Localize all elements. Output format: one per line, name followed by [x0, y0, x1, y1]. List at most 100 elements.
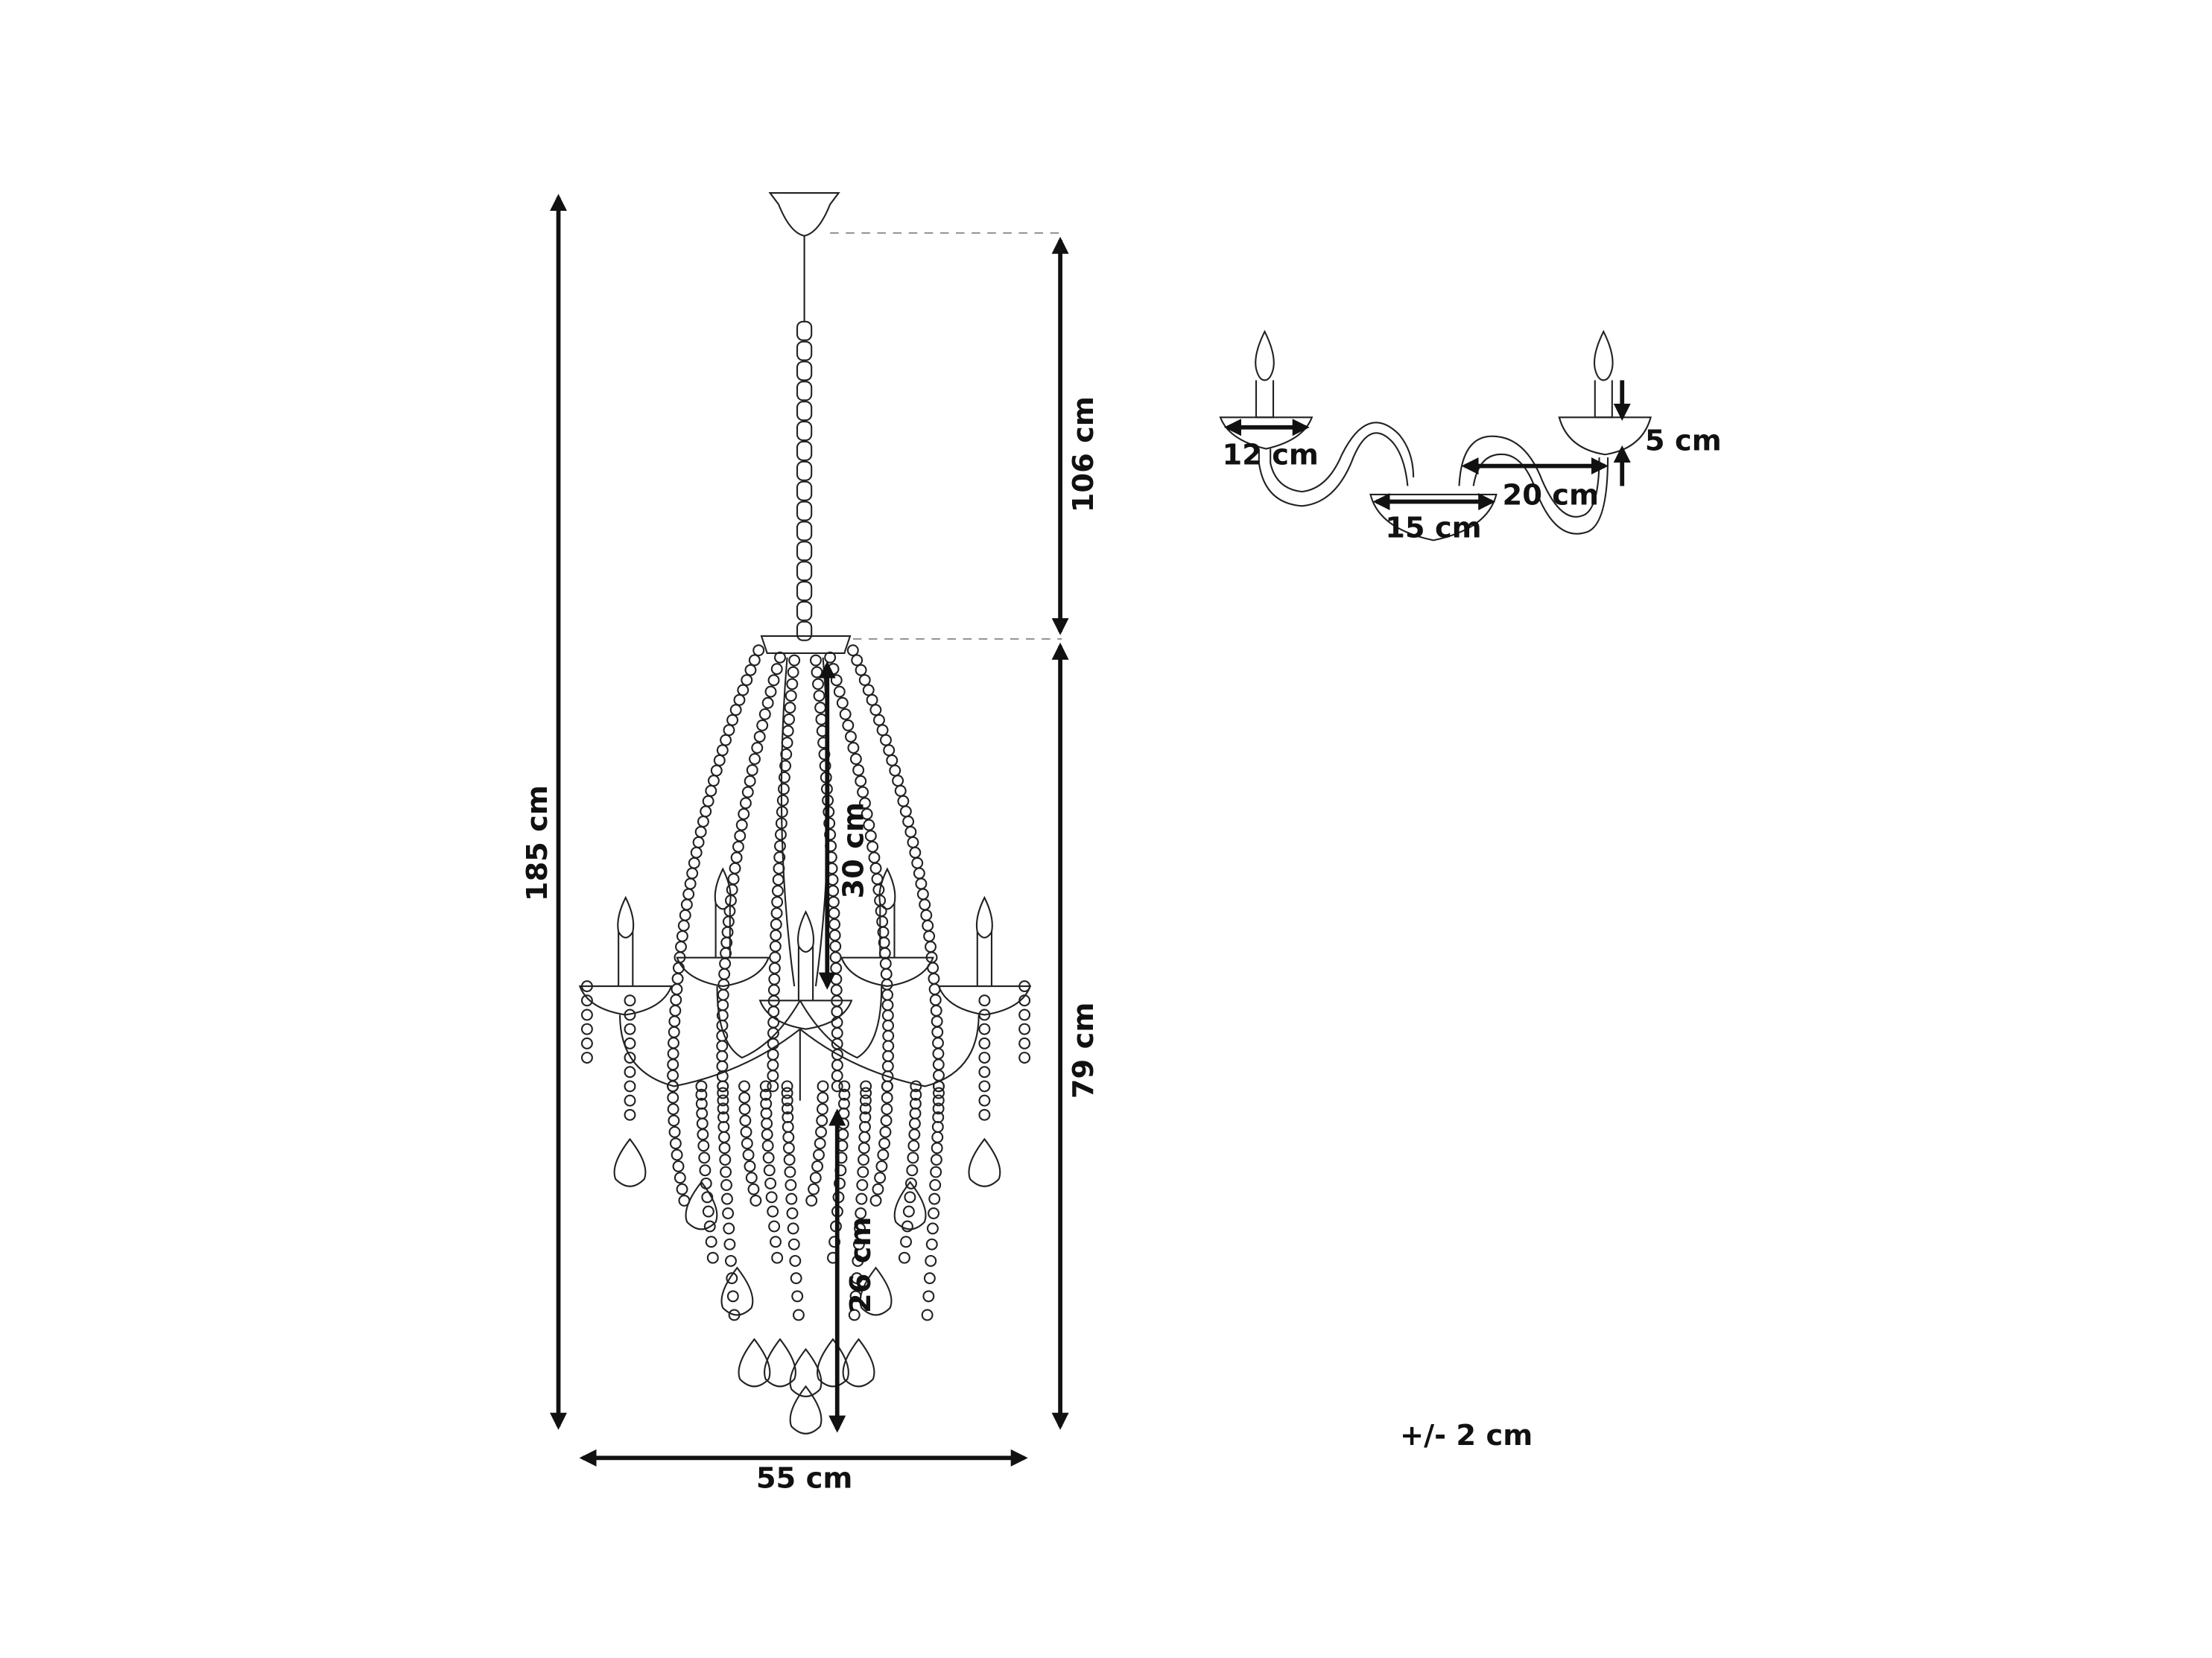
crystal-bead — [854, 1222, 866, 1235]
crystal-bead — [720, 1179, 732, 1191]
right-s-arm — [1458, 435, 1609, 535]
crystal-drop — [893, 1181, 927, 1230]
crystal-bead — [717, 988, 729, 1001]
crystal-bead — [668, 1015, 681, 1028]
crystal-bead — [669, 1004, 682, 1017]
chain-link — [796, 580, 813, 602]
crystal-bead — [774, 828, 787, 841]
crystal-bead — [624, 1080, 636, 1093]
crystal-bead — [723, 1238, 736, 1251]
crystal-bead — [580, 994, 593, 1007]
crystal-bead — [767, 1006, 780, 1018]
crystal-bead — [767, 1048, 779, 1061]
crystal-bead — [759, 1080, 772, 1093]
crystal-bead — [889, 764, 901, 777]
crystal-bead — [881, 1080, 893, 1093]
total-height-label: 185 cm — [521, 785, 554, 901]
crystal-bead — [717, 999, 729, 1011]
crystal-bead — [829, 951, 842, 964]
crystal-bead — [815, 713, 828, 725]
crystal-bead — [817, 1103, 828, 1116]
crystal-bead — [878, 1137, 891, 1150]
crystal-drop — [720, 1266, 754, 1316]
crystal-bead — [869, 704, 882, 717]
body-height-label: 79 cm — [1067, 1003, 1100, 1099]
crystal-bead — [776, 806, 788, 818]
crystal-bead — [886, 754, 899, 766]
crystal-bead — [851, 1272, 863, 1285]
crystal-bead — [580, 980, 593, 993]
crystal-bead — [716, 1060, 729, 1073]
crystal-bead — [881, 999, 894, 1011]
crystal-bead — [882, 1049, 895, 1062]
arm — [799, 986, 883, 1059]
crystal-bead — [580, 1052, 593, 1064]
crystal-bead — [774, 651, 786, 664]
crystal-bead — [1018, 1037, 1031, 1049]
crystal-bead — [925, 1238, 938, 1251]
crystal-bead — [769, 940, 782, 953]
crystal-bead — [978, 1066, 991, 1079]
crystal-bead — [761, 1140, 774, 1152]
crystal-bead — [858, 1120, 871, 1133]
crystal-bead — [745, 1172, 758, 1184]
crystal-bead — [897, 795, 910, 807]
crystal-bead — [787, 1222, 799, 1235]
crystal-bead — [721, 926, 734, 938]
crystal-bead — [1018, 1023, 1031, 1035]
crystal-bead — [624, 1066, 636, 1079]
crystal-bead — [904, 825, 917, 838]
crystal-bead — [881, 1103, 893, 1116]
crystal-bead — [706, 1251, 719, 1264]
crystal-bead — [771, 885, 784, 898]
crystal-bead — [782, 725, 794, 737]
crystal-bead — [753, 731, 766, 743]
crystal-bead — [906, 1164, 919, 1177]
crystal-bead — [749, 753, 761, 765]
upper-cage-label: 30 cm — [837, 802, 870, 898]
crystal-bead — [808, 1183, 820, 1195]
crystal-bead — [773, 851, 786, 863]
crystal-bead — [814, 1137, 826, 1150]
crystal-bead — [855, 1192, 868, 1205]
crystal-bead — [878, 947, 891, 959]
crystal-bead — [928, 972, 940, 985]
crystal-bead — [921, 1309, 934, 1321]
crystal-bead — [686, 867, 699, 880]
crystal-bead — [580, 1037, 593, 1049]
crystal-bead — [763, 1164, 776, 1177]
crystal-bead — [928, 1192, 941, 1205]
crystal-bead — [726, 883, 738, 896]
chain-link — [796, 440, 813, 461]
crystal-bead — [931, 1142, 943, 1154]
crystal-bead — [785, 1179, 797, 1191]
crystal-bead — [919, 898, 931, 911]
crystal-bead — [767, 1080, 779, 1093]
crystal-bead — [716, 1049, 729, 1062]
crystal-bead — [782, 1142, 795, 1154]
center-cup-label: 15 cm — [1385, 512, 1481, 545]
chain-link — [796, 360, 813, 381]
crystal-bead — [881, 1009, 894, 1022]
crystal-bead — [781, 1102, 793, 1115]
crystal-bead — [717, 1102, 729, 1115]
chandelier-illustration — [578, 192, 1032, 1435]
candle-cup — [937, 985, 1032, 1016]
crystal-bead — [858, 1142, 870, 1154]
crystal-bead — [876, 915, 889, 928]
crystal-drop — [789, 1385, 823, 1435]
crystal-bead — [676, 1183, 688, 1195]
crystal-bead — [773, 862, 785, 874]
crystal-bead — [932, 1102, 945, 1115]
crystal-bead — [772, 874, 785, 886]
crystal-bead — [767, 674, 780, 687]
crystal-bead — [733, 693, 746, 706]
crystal-bead — [829, 940, 842, 953]
crystal-bead — [869, 1194, 882, 1207]
crystal-bead — [710, 764, 723, 777]
crystal-bead — [791, 1290, 804, 1303]
crystal-bead — [978, 1037, 991, 1049]
crystal-bead — [667, 1047, 679, 1060]
crystal-bead — [931, 1026, 944, 1038]
